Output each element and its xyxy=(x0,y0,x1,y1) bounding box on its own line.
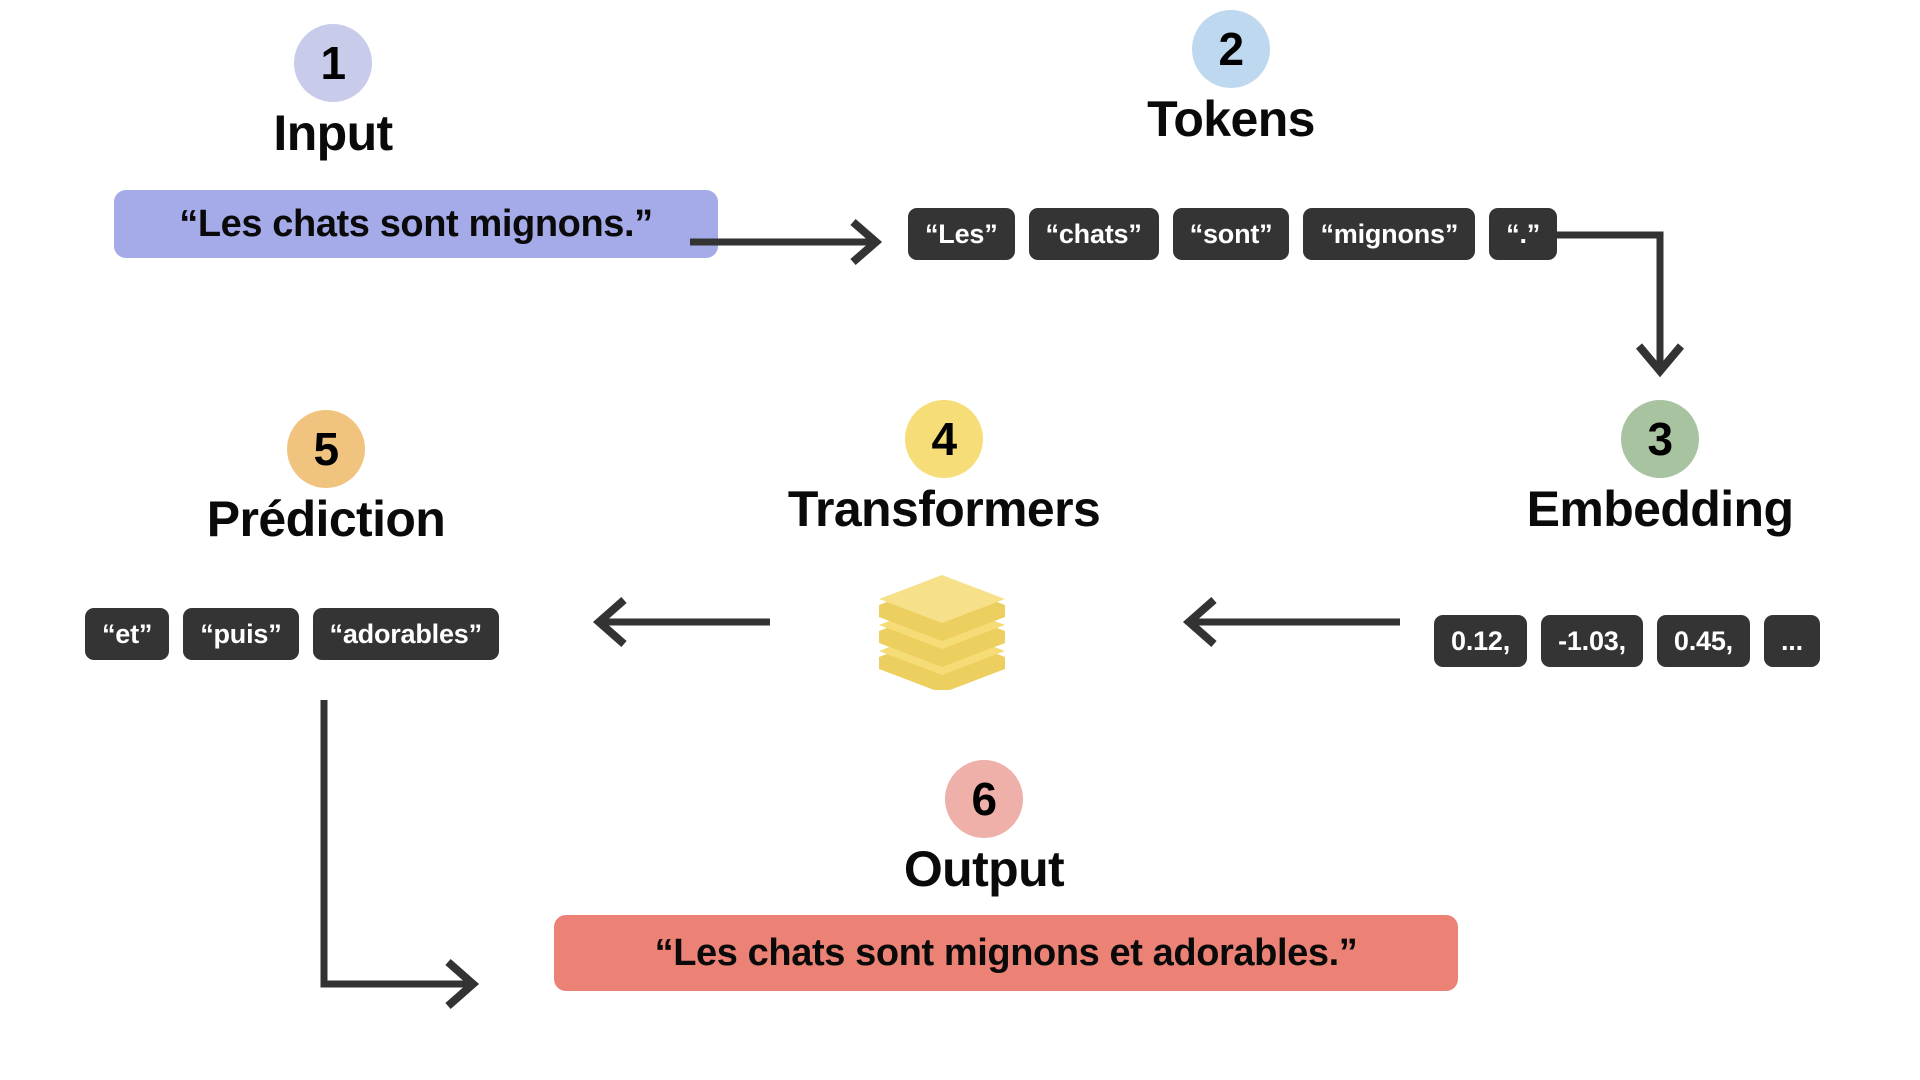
connector-prediction-to-output xyxy=(320,700,480,1010)
embedding-ellipsis-chip: ... xyxy=(1763,615,1820,667)
step-5-badge: 5 xyxy=(287,410,365,488)
input-text-bubble: “Les chats sont mignons.” xyxy=(114,190,718,258)
step-4-badge: 4 xyxy=(905,400,983,478)
embedding-value-chip: -1.03, xyxy=(1541,615,1643,667)
prediction-chip: “puis” xyxy=(183,608,299,660)
prediction-chip-row: “et” “puis” “adorables” xyxy=(85,608,499,660)
embedding-value-chip: 0.45, xyxy=(1656,615,1750,667)
step-1-header: 1 Input xyxy=(273,24,393,161)
step-5-title: Prédiction xyxy=(206,491,446,547)
step-3-title: Embedding xyxy=(1526,481,1794,537)
step-1-title: Input xyxy=(273,105,393,161)
connector-tokens-to-embedding xyxy=(1540,231,1685,378)
step-6-title: Output xyxy=(903,841,1065,897)
layer-stack-icon xyxy=(879,575,1005,690)
token-chip: “chats” xyxy=(1028,208,1159,260)
step-4-header: 4 Transformers xyxy=(788,400,1101,536)
step-3-header: 3 Embedding xyxy=(1527,400,1794,536)
step-6-badge: 6 xyxy=(945,760,1023,838)
embedding-value-chip: 0.12, xyxy=(1434,615,1528,667)
connector-embedding-to-transformers xyxy=(1182,596,1400,648)
step-5-header: 5 Prédiction xyxy=(207,410,446,546)
step-3-badge: 3 xyxy=(1621,400,1699,478)
step-1-badge: 1 xyxy=(294,24,372,102)
connector-input-to-tokens xyxy=(690,218,883,266)
output-text-bubble: “Les chats sont mignons et adorables.” xyxy=(554,915,1458,991)
step-2-title: Tokens xyxy=(1147,91,1315,147)
step-6-header: 6 Output xyxy=(904,760,1065,896)
token-chip: “.” xyxy=(1489,208,1558,260)
prediction-chip: “et” xyxy=(85,608,170,660)
token-chip: “mignons” xyxy=(1303,208,1476,260)
embedding-chip-row: 0.12, -1.03, 0.45, ... xyxy=(1434,615,1820,667)
tokens-chip-row: “Les” “chats” “sont” “mignons” “.” xyxy=(908,208,1558,260)
step-4-title: Transformers xyxy=(787,481,1101,537)
token-chip: “sont” xyxy=(1172,208,1290,260)
step-2-header: 2 Tokens xyxy=(1147,10,1315,146)
step-2-badge: 2 xyxy=(1192,10,1270,88)
prediction-chip: “adorables” xyxy=(312,608,499,660)
token-chip: “Les” xyxy=(908,208,1015,260)
connector-transformers-to-prediction xyxy=(592,596,770,648)
